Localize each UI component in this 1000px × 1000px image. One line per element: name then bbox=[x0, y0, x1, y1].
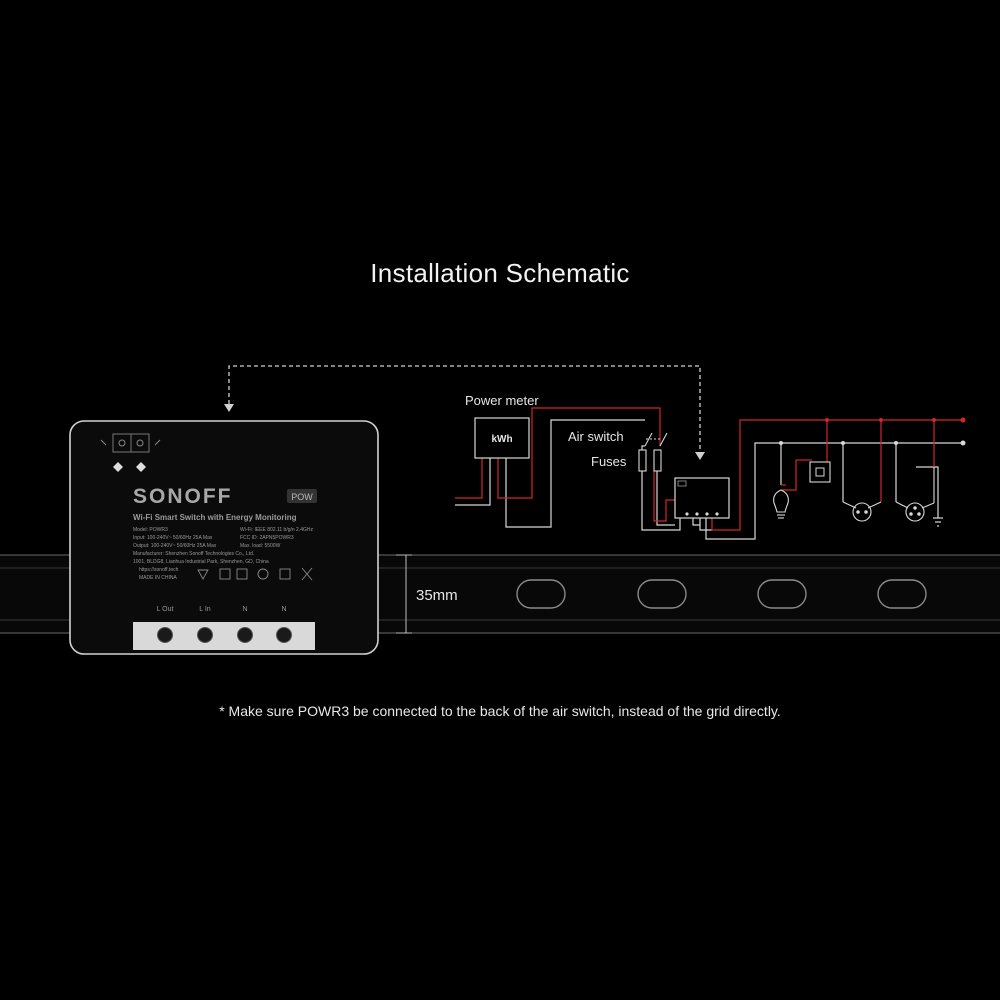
terminal-labels: L Out L In N N bbox=[157, 606, 287, 613]
power-socket-icon bbox=[842, 501, 882, 522]
sonoff-device: SONOFF POW Wi-Fi Smart Switch with Energ… bbox=[69, 420, 379, 655]
light-bulb-icon bbox=[773, 489, 789, 519]
svg-text:L In: L In bbox=[199, 606, 211, 613]
led-indicator-icon bbox=[100, 433, 161, 472]
svg-text:Manufacturer: Shenzhen Sonoff: Manufacturer: Shenzhen Sonoff Technologi… bbox=[133, 551, 254, 557]
power-meter: kWh bbox=[474, 417, 530, 459]
live-wires bbox=[455, 407, 963, 531]
svg-text:Output: 100-240V~ 50/60Hz 25A: Output: 100-240V~ 50/60Hz 25A Max bbox=[133, 543, 217, 549]
rail-slot bbox=[757, 579, 807, 609]
svg-text:https://sonoff.tech: https://sonoff.tech bbox=[139, 567, 179, 573]
svg-text:Max. load: 5500W: Max. load: 5500W bbox=[240, 543, 281, 549]
svg-text:L Out: L Out bbox=[157, 606, 174, 613]
terminal-screw bbox=[197, 627, 213, 643]
rail-slot bbox=[516, 579, 566, 609]
rail-dimension: 35mm bbox=[396, 554, 458, 634]
svg-text:Input: 100-240V~ 50/60Hz 25A M: Input: 100-240V~ 50/60Hz 25A Max bbox=[133, 535, 213, 541]
svg-text:Model: POWR3: Model: POWR3 bbox=[133, 527, 168, 533]
rail-dimension-label: 35mm bbox=[416, 587, 458, 604]
footnote: * Make sure POWR3 be connected to the ba… bbox=[219, 703, 781, 719]
device-badge: POW bbox=[291, 492, 313, 502]
placement-arrow bbox=[224, 365, 705, 460]
device-brand: SONOFF bbox=[133, 485, 233, 508]
device-spec-right: Wi-Fi: IEEE 802.11 b/g/n 2.4GHz FCC ID: … bbox=[240, 527, 313, 549]
rail-slot bbox=[877, 579, 927, 609]
rail-slot bbox=[637, 579, 687, 609]
terminal-screw bbox=[237, 627, 253, 643]
meter-unit: kWh bbox=[491, 434, 512, 445]
certification-marks-icon bbox=[197, 567, 313, 581]
neutral-wires bbox=[455, 419, 963, 540]
grounded-socket-icon bbox=[895, 467, 935, 522]
svg-text:N: N bbox=[281, 606, 286, 613]
air-switch-icon bbox=[644, 432, 668, 447]
page-title: Installation Schematic bbox=[370, 258, 630, 288]
air-switch-label: Air switch bbox=[568, 429, 624, 444]
svg-text:Wi-Fi: IEEE 802.11 b/g/n 2.4GH: Wi-Fi: IEEE 802.11 b/g/n 2.4GHz bbox=[240, 527, 313, 533]
svg-text:N: N bbox=[242, 606, 247, 613]
powr3-module bbox=[674, 477, 730, 519]
wiring-schematic: Power meter Air switch Fuses bbox=[455, 393, 966, 540]
svg-text:FCC ID: 2APN5POWR3: FCC ID: 2APN5POWR3 bbox=[240, 535, 294, 541]
power-meter-label: Power meter bbox=[465, 393, 539, 408]
device-subtitle: Wi-Fi Smart Switch with Energy Monitorin… bbox=[133, 513, 297, 522]
wall-switch-icon bbox=[809, 461, 831, 483]
terminal-screw bbox=[157, 627, 173, 643]
terminal-screw bbox=[276, 627, 292, 643]
device-spec-left: Model: POWR3 Input: 100-240V~ 50/60Hz 25… bbox=[133, 527, 269, 581]
fuses-label: Fuses bbox=[591, 454, 627, 469]
fuses-icon bbox=[638, 449, 662, 472]
svg-text:MADE IN CHINA: MADE IN CHINA bbox=[139, 575, 177, 581]
svg-text:1001, BLDG8, Lianhua Industria: 1001, BLDG8, Lianhua Industrial Park, Sh… bbox=[133, 559, 269, 565]
